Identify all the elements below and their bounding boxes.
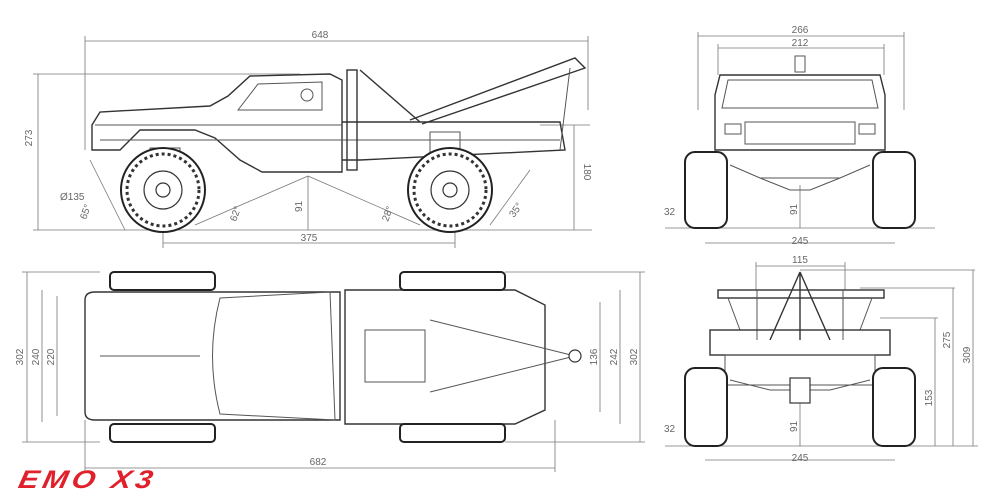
rear-overall-height-label: 309 xyxy=(962,346,973,363)
top-rear-right-tire xyxy=(399,423,506,443)
tow-hook xyxy=(568,349,582,363)
driver-figure xyxy=(300,88,314,102)
approach-angle-label: 65° xyxy=(78,203,94,221)
front-wheel xyxy=(120,147,206,233)
breakover-rear-label: 28° xyxy=(380,205,396,223)
rear-differential xyxy=(789,377,811,404)
cab-top-outline xyxy=(84,291,341,421)
top-width-right-label: 302 xyxy=(629,348,640,365)
side-height-label: 273 xyxy=(24,129,35,146)
crane-height-label: 275 xyxy=(942,331,953,348)
truck-cab-outline xyxy=(91,73,343,173)
rear-clearance-label: 91 xyxy=(789,420,800,432)
wheelbase-label: 375 xyxy=(301,233,318,244)
side-view: 648 273 180 Ø135 65° 62° 91 28° 35° 375 xyxy=(24,30,592,248)
top-hood-width-label: 220 xyxy=(46,348,57,365)
wheel-diameter-label: Ø135 xyxy=(60,192,85,203)
front-clearance-label: 91 xyxy=(789,203,800,215)
front-cab xyxy=(714,74,886,151)
top-tow-width-label: 136 xyxy=(589,348,600,365)
front-tire-width-label: 32 xyxy=(664,207,676,218)
brand-logo: EMO X3 xyxy=(16,466,160,495)
rear-right-tire xyxy=(872,367,916,447)
rear-rack xyxy=(717,289,885,299)
side-window xyxy=(236,81,323,111)
bed-height-label: 153 xyxy=(924,389,935,406)
ground-clearance-label: 91 xyxy=(294,200,305,212)
top-bed-width-label: 242 xyxy=(609,348,620,365)
bed-center xyxy=(364,329,426,383)
tow-frame xyxy=(429,319,576,393)
crane-strut xyxy=(359,69,421,123)
windshield xyxy=(721,79,879,109)
side-length-label: 648 xyxy=(312,30,329,41)
top-length-label: 682 xyxy=(310,457,327,468)
top-rear-left-tire xyxy=(399,271,506,291)
winch-top xyxy=(794,55,806,73)
truck-bed-outline xyxy=(342,121,566,161)
top-front-left-tire xyxy=(109,271,216,291)
breakover-front-label: 62° xyxy=(228,205,244,223)
bed-top-outline xyxy=(344,289,546,425)
rear-tire-width-label: 32 xyxy=(664,424,676,435)
roof-top xyxy=(212,291,336,421)
front-view: 266 212 32 91 245 xyxy=(664,25,935,247)
top-body-width-label: 240 xyxy=(31,348,42,365)
rear-view: 115 275 309 153 32 91 245 xyxy=(664,255,978,464)
headlight-left xyxy=(724,123,742,135)
rear-track-label: 245 xyxy=(792,453,809,464)
top-width-left-label: 302 xyxy=(15,348,26,365)
front-width-label: 266 xyxy=(792,25,809,36)
crane-a-frame xyxy=(769,271,831,341)
rear-height-label: 180 xyxy=(581,164,592,181)
rack-frame xyxy=(727,290,873,340)
departure-angle-label: 35° xyxy=(507,201,525,220)
snorkel-post xyxy=(346,69,358,171)
top-front-right-tire xyxy=(109,423,216,443)
rear-left-tire xyxy=(684,367,728,447)
crane-width-label: 115 xyxy=(792,255,808,266)
top-view: 302 240 220 136 242 302 682 xyxy=(15,271,645,472)
headlight-right xyxy=(858,123,876,135)
crane-boom xyxy=(409,57,587,125)
tow-cable xyxy=(559,67,571,151)
front-track-label: 245 xyxy=(792,236,809,247)
front-body-width-label: 212 xyxy=(792,38,809,49)
front-left-tire xyxy=(684,151,728,229)
rear-wheel xyxy=(407,147,493,233)
front-grille xyxy=(744,121,856,145)
front-right-tire xyxy=(872,151,916,229)
